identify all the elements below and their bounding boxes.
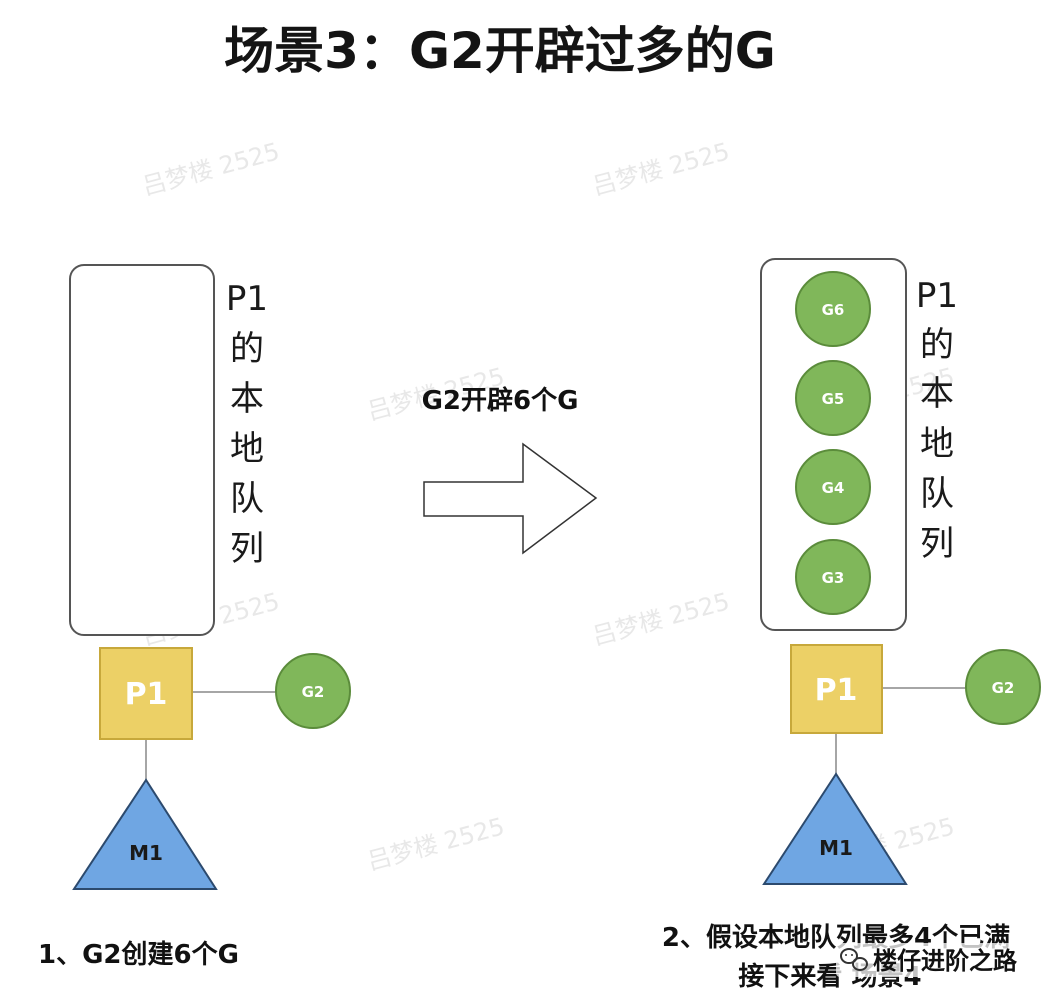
right-machine-label: M1: [819, 836, 853, 860]
queue-goroutine-label: G4: [822, 479, 845, 497]
source-badge-text: 楼仔进阶之路: [873, 947, 1018, 975]
queue-goroutine-g3: [795, 539, 871, 615]
right-machine-m1: [762, 772, 908, 885]
arrow-label: G2开辟6个G: [422, 385, 579, 416]
right-processor-label: P1: [815, 673, 858, 708]
right-goroutine-g2: [965, 649, 1041, 725]
right-arrow-icon: [423, 442, 598, 555]
left-processor-p1: [99, 647, 193, 740]
left-machine-label: M1: [129, 841, 163, 865]
queue-label-char: P1: [226, 279, 268, 319]
right-processor-p1: [790, 644, 883, 734]
watermark: 吕梦楼 2525: [589, 587, 732, 650]
right-scene: G6 G5 G4 G3 P1 的 本 地 队 列 P1 G2 M1 2、假设本地…: [662, 258, 1041, 992]
left-queue-label: P1 的 本 地 队 列: [226, 279, 268, 569]
right-queue-label: P1 的 本 地 队 列: [916, 276, 958, 564]
transition-arrow-group: G2开辟6个G: [422, 385, 598, 555]
left-goroutine-g2: [275, 653, 351, 729]
watermark: 吕梦楼 2525: [139, 137, 282, 200]
left-caption: 1、G2创建6个G: [38, 940, 239, 970]
left-local-queue-box: [69, 264, 215, 636]
left-processor-label: P1: [125, 677, 168, 712]
diagram-title: 场景3：G2开辟过多的G: [224, 22, 776, 80]
source-badge: 楼仔进阶之路: [836, 943, 1040, 977]
queue-label-char: 队: [230, 479, 264, 519]
left-goroutine-label: G2: [302, 683, 325, 701]
queue-goroutine-label: G3: [822, 569, 845, 587]
queue-label-char: 本: [230, 379, 264, 419]
left-scene: P1 的 本 地 队 列 P1 G2 M1 1、G2创建6个G: [38, 264, 351, 970]
queue-label-char: 的: [230, 329, 264, 369]
queue-label-char: 的: [920, 325, 954, 365]
queue-goroutine-g5: [795, 360, 871, 436]
queue-goroutine-label: G5: [822, 390, 845, 408]
right-local-queue-box: [760, 258, 907, 631]
queue-goroutine-g6: [795, 271, 871, 347]
queue-goroutine-label: G6: [822, 301, 845, 319]
right-goroutine-label: G2: [992, 679, 1015, 697]
queue-label-char: 列: [920, 524, 954, 564]
queue-label-char: 队: [920, 474, 954, 514]
watermark: 吕梦楼 2525: [589, 137, 732, 200]
queue-label-char: 本: [920, 374, 954, 414]
source-badge-background: [836, 943, 1040, 977]
queue-label-char: P1: [916, 276, 958, 316]
queue-label-char: 地: [920, 424, 954, 464]
watermark: 吕梦楼 2525: [364, 812, 507, 875]
queue-label-char: 列: [230, 529, 264, 569]
queue-label-char: 地: [230, 429, 264, 469]
wechat-icon: [840, 948, 868, 971]
queue-goroutine-g4: [795, 449, 871, 525]
left-machine-m1: [72, 778, 218, 890]
